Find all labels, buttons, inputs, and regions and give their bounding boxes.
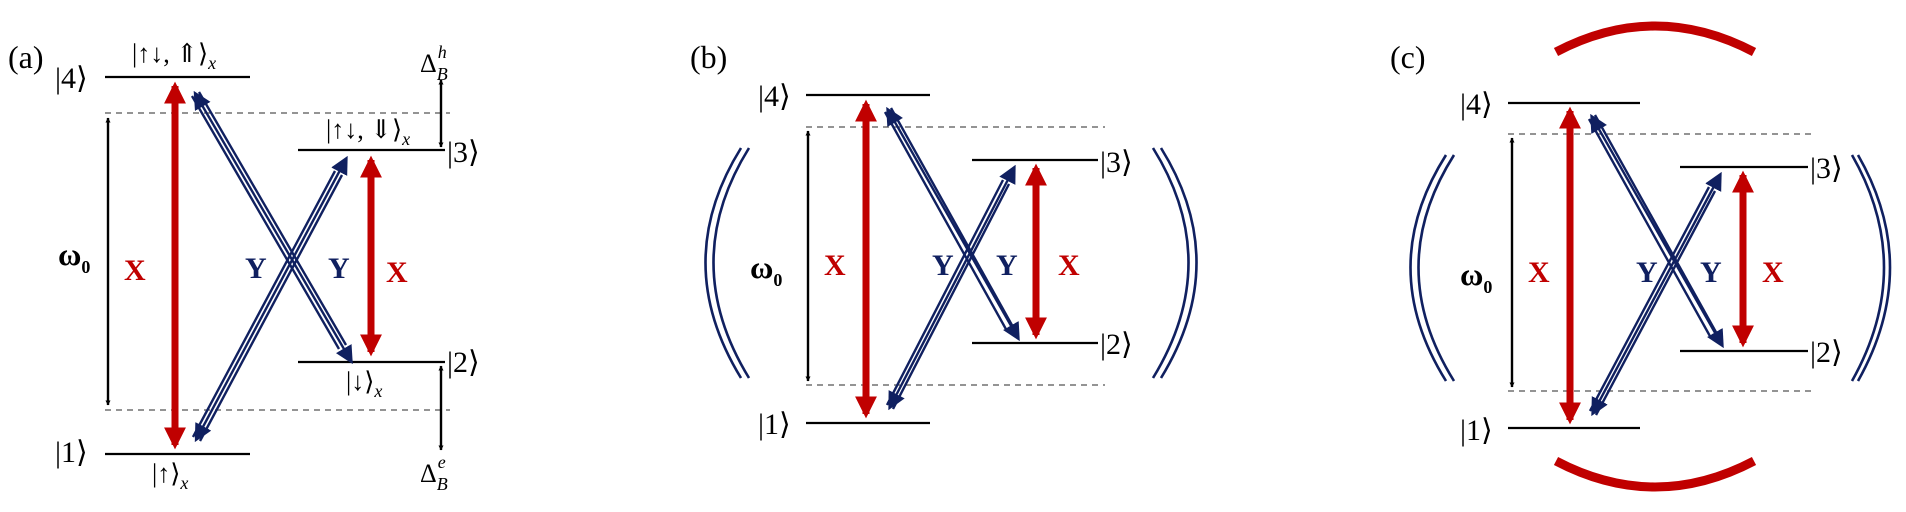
x-label-right: X: [1058, 249, 1080, 282]
panel-a-label: (a): [8, 39, 44, 75]
x-label-right: X: [386, 256, 408, 289]
omega-label: ω0: [750, 249, 782, 290]
y-transition-1-3: [885, 164, 1016, 411]
level-1-label: |1⟩: [1460, 414, 1493, 447]
level-3-label: |3⟩: [447, 136, 480, 169]
cavity-mirror-right: [1151, 147, 1198, 379]
y-label-left: Y: [1636, 256, 1658, 289]
cavity-mirror-top: [1553, 21, 1757, 56]
state-1-label: |↑⟩x: [152, 459, 188, 493]
x-label-left: X: [824, 249, 846, 282]
omega-label: ω0: [58, 236, 90, 277]
level-2-label: |2⟩: [1810, 336, 1843, 369]
panel-c-label: (c): [1390, 39, 1426, 75]
delta-h-label: ΔBh: [420, 42, 448, 84]
x-label-right: X: [1762, 256, 1784, 289]
y-label-right: Y: [996, 249, 1018, 282]
y-label-right: Y: [328, 252, 350, 285]
x-label-left: X: [124, 254, 146, 287]
panel-a: (a) ω0 ΔBh ΔBe X X: [8, 39, 480, 494]
level-4-label: |4⟩: [758, 80, 791, 113]
level-1-label: |1⟩: [758, 408, 791, 441]
y-label-right: Y: [1700, 256, 1722, 289]
state-3-label: |↑↓, ⇓⟩x: [326, 115, 410, 149]
level-4-label: |4⟩: [55, 62, 88, 95]
state-4-label: |↑↓, ⇑⟩x: [132, 39, 216, 73]
cavity-mirror-left: [1409, 154, 1456, 382]
y-transition-4-2: [1587, 113, 1724, 349]
delta-e-label: ΔBe: [420, 452, 448, 494]
x-label-left: X: [1528, 256, 1550, 289]
cavity-mirror-right: [1850, 154, 1892, 382]
panel-c: (c) ω0 X X Y Y |4⟩ |3⟩ |2⟩ |1⟩: [1390, 21, 1892, 492]
cavity-mirror-left: [704, 147, 751, 379]
y-label-left: Y: [245, 252, 267, 285]
y-label-left: Y: [932, 249, 954, 282]
level-3-label: |3⟩: [1810, 152, 1843, 185]
level-1-label: |1⟩: [55, 436, 88, 469]
y-transition-1-3: [1588, 171, 1722, 417]
cavity-mirror-bottom: [1553, 457, 1757, 492]
level-2-label: |2⟩: [447, 346, 480, 379]
level-3-label: |3⟩: [1100, 146, 1133, 179]
y-transition-4-2: [883, 106, 1020, 342]
panel-b: (b) ω0 X X Y Y |4⟩ |3⟩ |2⟩ |1⟩: [690, 39, 1198, 441]
panel-b-label: (b): [690, 39, 727, 75]
state-2-label: |↓⟩x: [346, 367, 382, 401]
level-4-label: |4⟩: [1460, 88, 1493, 121]
y-transition-1-3: [191, 155, 348, 443]
omega-label: ω0: [1460, 256, 1492, 297]
level-2-label: |2⟩: [1100, 328, 1133, 361]
